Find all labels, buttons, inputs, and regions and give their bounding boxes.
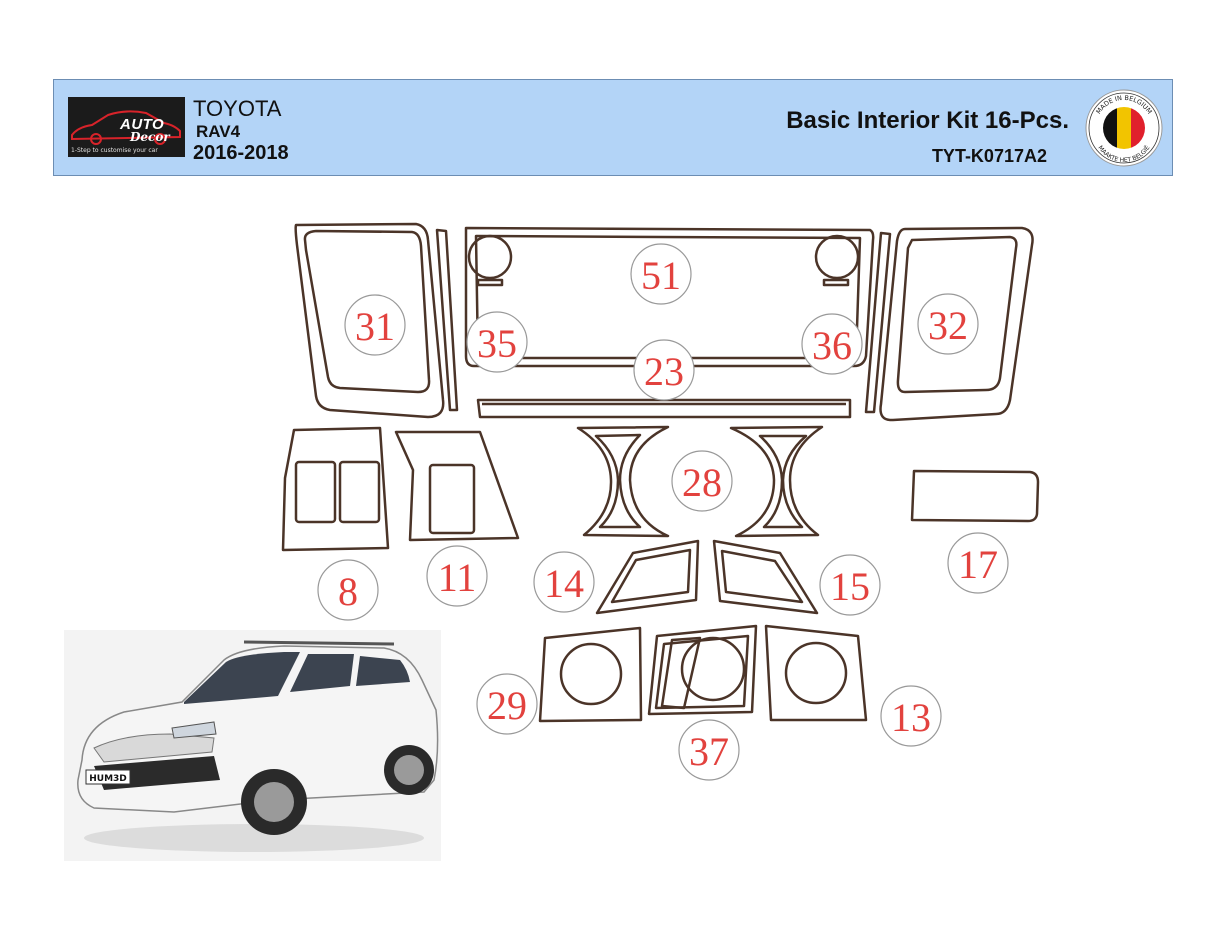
part-14-outline (595, 539, 700, 615)
label-circle-14 (533, 551, 595, 613)
part-15-outline (712, 539, 819, 615)
part-32-outline (879, 226, 1034, 422)
part-label-37: 37 (689, 729, 729, 774)
part-8-outline (281, 426, 390, 552)
part-51-vent-right (814, 234, 860, 280)
part-label-51: 51 (641, 253, 681, 298)
part-8-cutout-left (294, 460, 337, 524)
part-label-23: 23 (644, 349, 684, 394)
part-label-36: 36 (812, 323, 852, 368)
part-31-inner (303, 229, 431, 394)
label-circle-8 (317, 559, 379, 621)
label-circle-29 (476, 673, 538, 735)
part-51-slot-left (476, 278, 504, 287)
kit-code: TYT-K0717A2 (931, 146, 1047, 166)
part-31-outline (294, 222, 445, 419)
part-14-inner (610, 548, 692, 604)
part-11-cutout (428, 463, 476, 535)
part-37-outline (647, 624, 758, 716)
car-photo: HUM3D (64, 630, 441, 861)
part-51-vent-left (467, 234, 513, 280)
license-plate-text: HUM3D (89, 774, 127, 784)
part-label-14: 14 (544, 561, 584, 606)
kit-title: Basic Interior Kit 16-Pcs. (786, 107, 1069, 134)
auto-decor-logo: AUTO Decor 1-Step to customise your car (68, 97, 185, 157)
part-23-outline (476, 398, 852, 419)
car-silhouette-icon (71, 110, 181, 145)
label-circle-15 (819, 554, 881, 616)
label-circle-37 (678, 719, 740, 781)
part-label-28: 28 (682, 460, 722, 505)
part-label-31: 31 (355, 304, 395, 349)
car-years: 2016-2018 (193, 142, 289, 164)
part-51-outline (464, 226, 875, 368)
part-right-strip (864, 231, 892, 414)
car-brand: TOYOTA (193, 96, 282, 121)
part-label-17: 17 (958, 542, 998, 587)
part-11-outline (394, 430, 520, 542)
made-in-belgium-badge: MADE IN BELGIUM MAAKTE HET BELGIË (1085, 89, 1163, 167)
logo-auto-text: AUTO (120, 116, 165, 133)
part-label-13: 13 (891, 695, 931, 740)
license-plate (85, 769, 131, 785)
part-29-outline (538, 626, 643, 723)
header-banner: AUTO Decor 1-Step to customise your car … (53, 79, 1173, 176)
part-51-slot-right (822, 278, 850, 287)
part-labels (317, 243, 1009, 781)
part-label-11: 11 (438, 555, 477, 600)
part-17-outline (910, 469, 1040, 523)
part-label-35: 35 (477, 321, 517, 366)
part-15-inner (720, 549, 804, 604)
part-29-cutout (559, 642, 623, 706)
logo-decor-text: Decor (130, 130, 170, 144)
part-label-8: 8 (338, 569, 358, 614)
part-13-outline (764, 624, 868, 722)
label-circle-17 (947, 532, 1009, 594)
part-13-cutout (784, 641, 848, 705)
part-28-left (576, 425, 670, 538)
label-circle-31 (344, 294, 406, 356)
part-37-tab (660, 636, 702, 710)
part-label-29: 29 (487, 683, 527, 728)
logo-tagline: 1-Step to customise your car (71, 147, 158, 154)
label-circle-23 (633, 339, 695, 401)
part-32-inner (896, 235, 1018, 394)
part-8-cutout-right (338, 460, 381, 524)
belgium-flag-icon (1103, 107, 1145, 149)
part-28-right (729, 425, 824, 538)
label-circle-36 (801, 313, 863, 375)
suv-illustration: HUM3D (77, 640, 439, 852)
part-left-strip (435, 228, 459, 412)
label-circle-35 (466, 311, 528, 373)
car-model: RAV4 (196, 122, 241, 141)
label-circle-13 (880, 685, 942, 747)
label-circle-28 (671, 450, 733, 512)
part-28-left-inner (594, 433, 642, 529)
label-circle-32 (917, 293, 979, 355)
part-28-right-inner (758, 434, 808, 529)
label-circle-51 (630, 243, 692, 305)
part-37-cutout (680, 636, 746, 702)
label-circle-11 (426, 545, 488, 607)
part-label-15: 15 (830, 564, 870, 609)
part-label-32: 32 (928, 303, 968, 348)
